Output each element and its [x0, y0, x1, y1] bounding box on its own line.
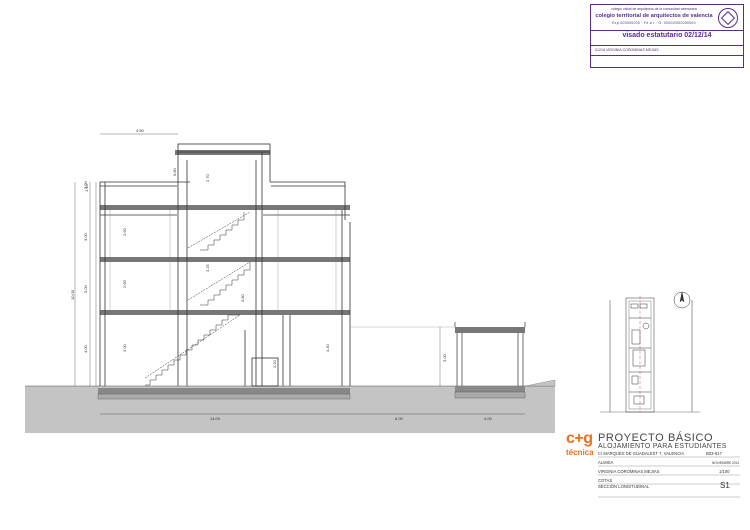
ground-slope — [524, 379, 556, 387]
dim-i-4: 3.00 — [122, 343, 127, 352]
architect-name: VIRGINIA COROMINAS MEJIAS — [598, 469, 660, 474]
site-plan-inset — [600, 291, 700, 413]
dimension-labels: 4.50 14.00 6.00 4.00 3.00 3.00 3.00 4.00… — [70, 128, 493, 421]
sheet-number: S1 — [720, 481, 730, 490]
project-title: PROYECTO BÁSICO — [598, 432, 714, 444]
dim-i-11: 3.00 — [442, 353, 447, 362]
dim-i-3: 2.60 — [122, 279, 127, 288]
project-code: B03-017 — [706, 451, 722, 456]
client-name: ALMISA — [598, 460, 614, 465]
dim-v-total: 10.00 — [70, 289, 75, 300]
foundation-base — [97, 393, 351, 400]
company-logo: c+g técnica — [566, 430, 596, 458]
sheet-name: SECCIÓN LONGITUDINAL — [598, 484, 650, 489]
stamp-visado: visado estatutario 02/12/14 — [622, 32, 712, 39]
visado-stamp: colegio oficial de arquitectos de la com… — [590, 4, 744, 68]
drawing-scale: 1/100 — [719, 469, 730, 474]
stamp-line-2: colegio territorial de arquitectos de va… — [595, 13, 713, 19]
dim-main-width: 14.00 — [210, 416, 221, 421]
logo-sub: técnica — [566, 448, 594, 457]
dim-i-5: 2.70 — [205, 173, 210, 182]
dim-i-9: 2.20 — [272, 359, 277, 368]
dim-v-1: 3.00 — [83, 180, 88, 189]
dim-v-2: 3.00 — [83, 232, 88, 241]
staircase — [144, 211, 251, 386]
dim-i-7: 4.30 — [325, 343, 330, 352]
project-address: C/ MARQUÉS DE GUADALEST 7, VALENCIA — [598, 451, 685, 456]
building-outline — [99, 143, 351, 387]
foundation-slab — [98, 388, 350, 394]
dim-v-3: 3.00 — [83, 284, 88, 293]
ground-surface-right — [355, 386, 455, 433]
stamp-line-1: colegio oficial de arquitectos de la com… — [611, 7, 697, 11]
dim-i-8: 0.80 — [172, 167, 177, 176]
dim-annex: 4.00 — [484, 416, 493, 421]
dim-i-6: 3.25 — [205, 263, 210, 272]
dim-gap: 6.00 — [395, 416, 404, 421]
dim-top: 4.50 — [136, 128, 145, 133]
project-subtitle: ALOJAMIENTO PARA ESTUDIANTES — [598, 443, 727, 450]
stamp-seal-icon — [718, 8, 738, 28]
annex-building — [350, 322, 526, 399]
logo-mark: c+g — [566, 430, 593, 447]
stamp-architect: 01218 VIRGINIA COROMINAS MEJIAS — [595, 48, 659, 52]
project-date: NOVIEMBRE 2014 — [712, 461, 740, 465]
dim-i-10: 0.80 — [240, 293, 245, 302]
window-lines — [109, 210, 337, 310]
dim-i-2: 2.60 — [122, 227, 127, 236]
title-block-lines — [598, 456, 740, 498]
dim-i-1: 1.10 — [84, 183, 89, 192]
stamp-line-3: Exp-000000000 · Fe a r · G: 00000/000000… — [612, 21, 696, 25]
floor-slabs — [100, 150, 350, 315]
dim-v-4: 4.00 — [83, 344, 88, 353]
dimension-lines — [74, 133, 525, 415]
sheet-type: COTAS — [598, 478, 613, 483]
